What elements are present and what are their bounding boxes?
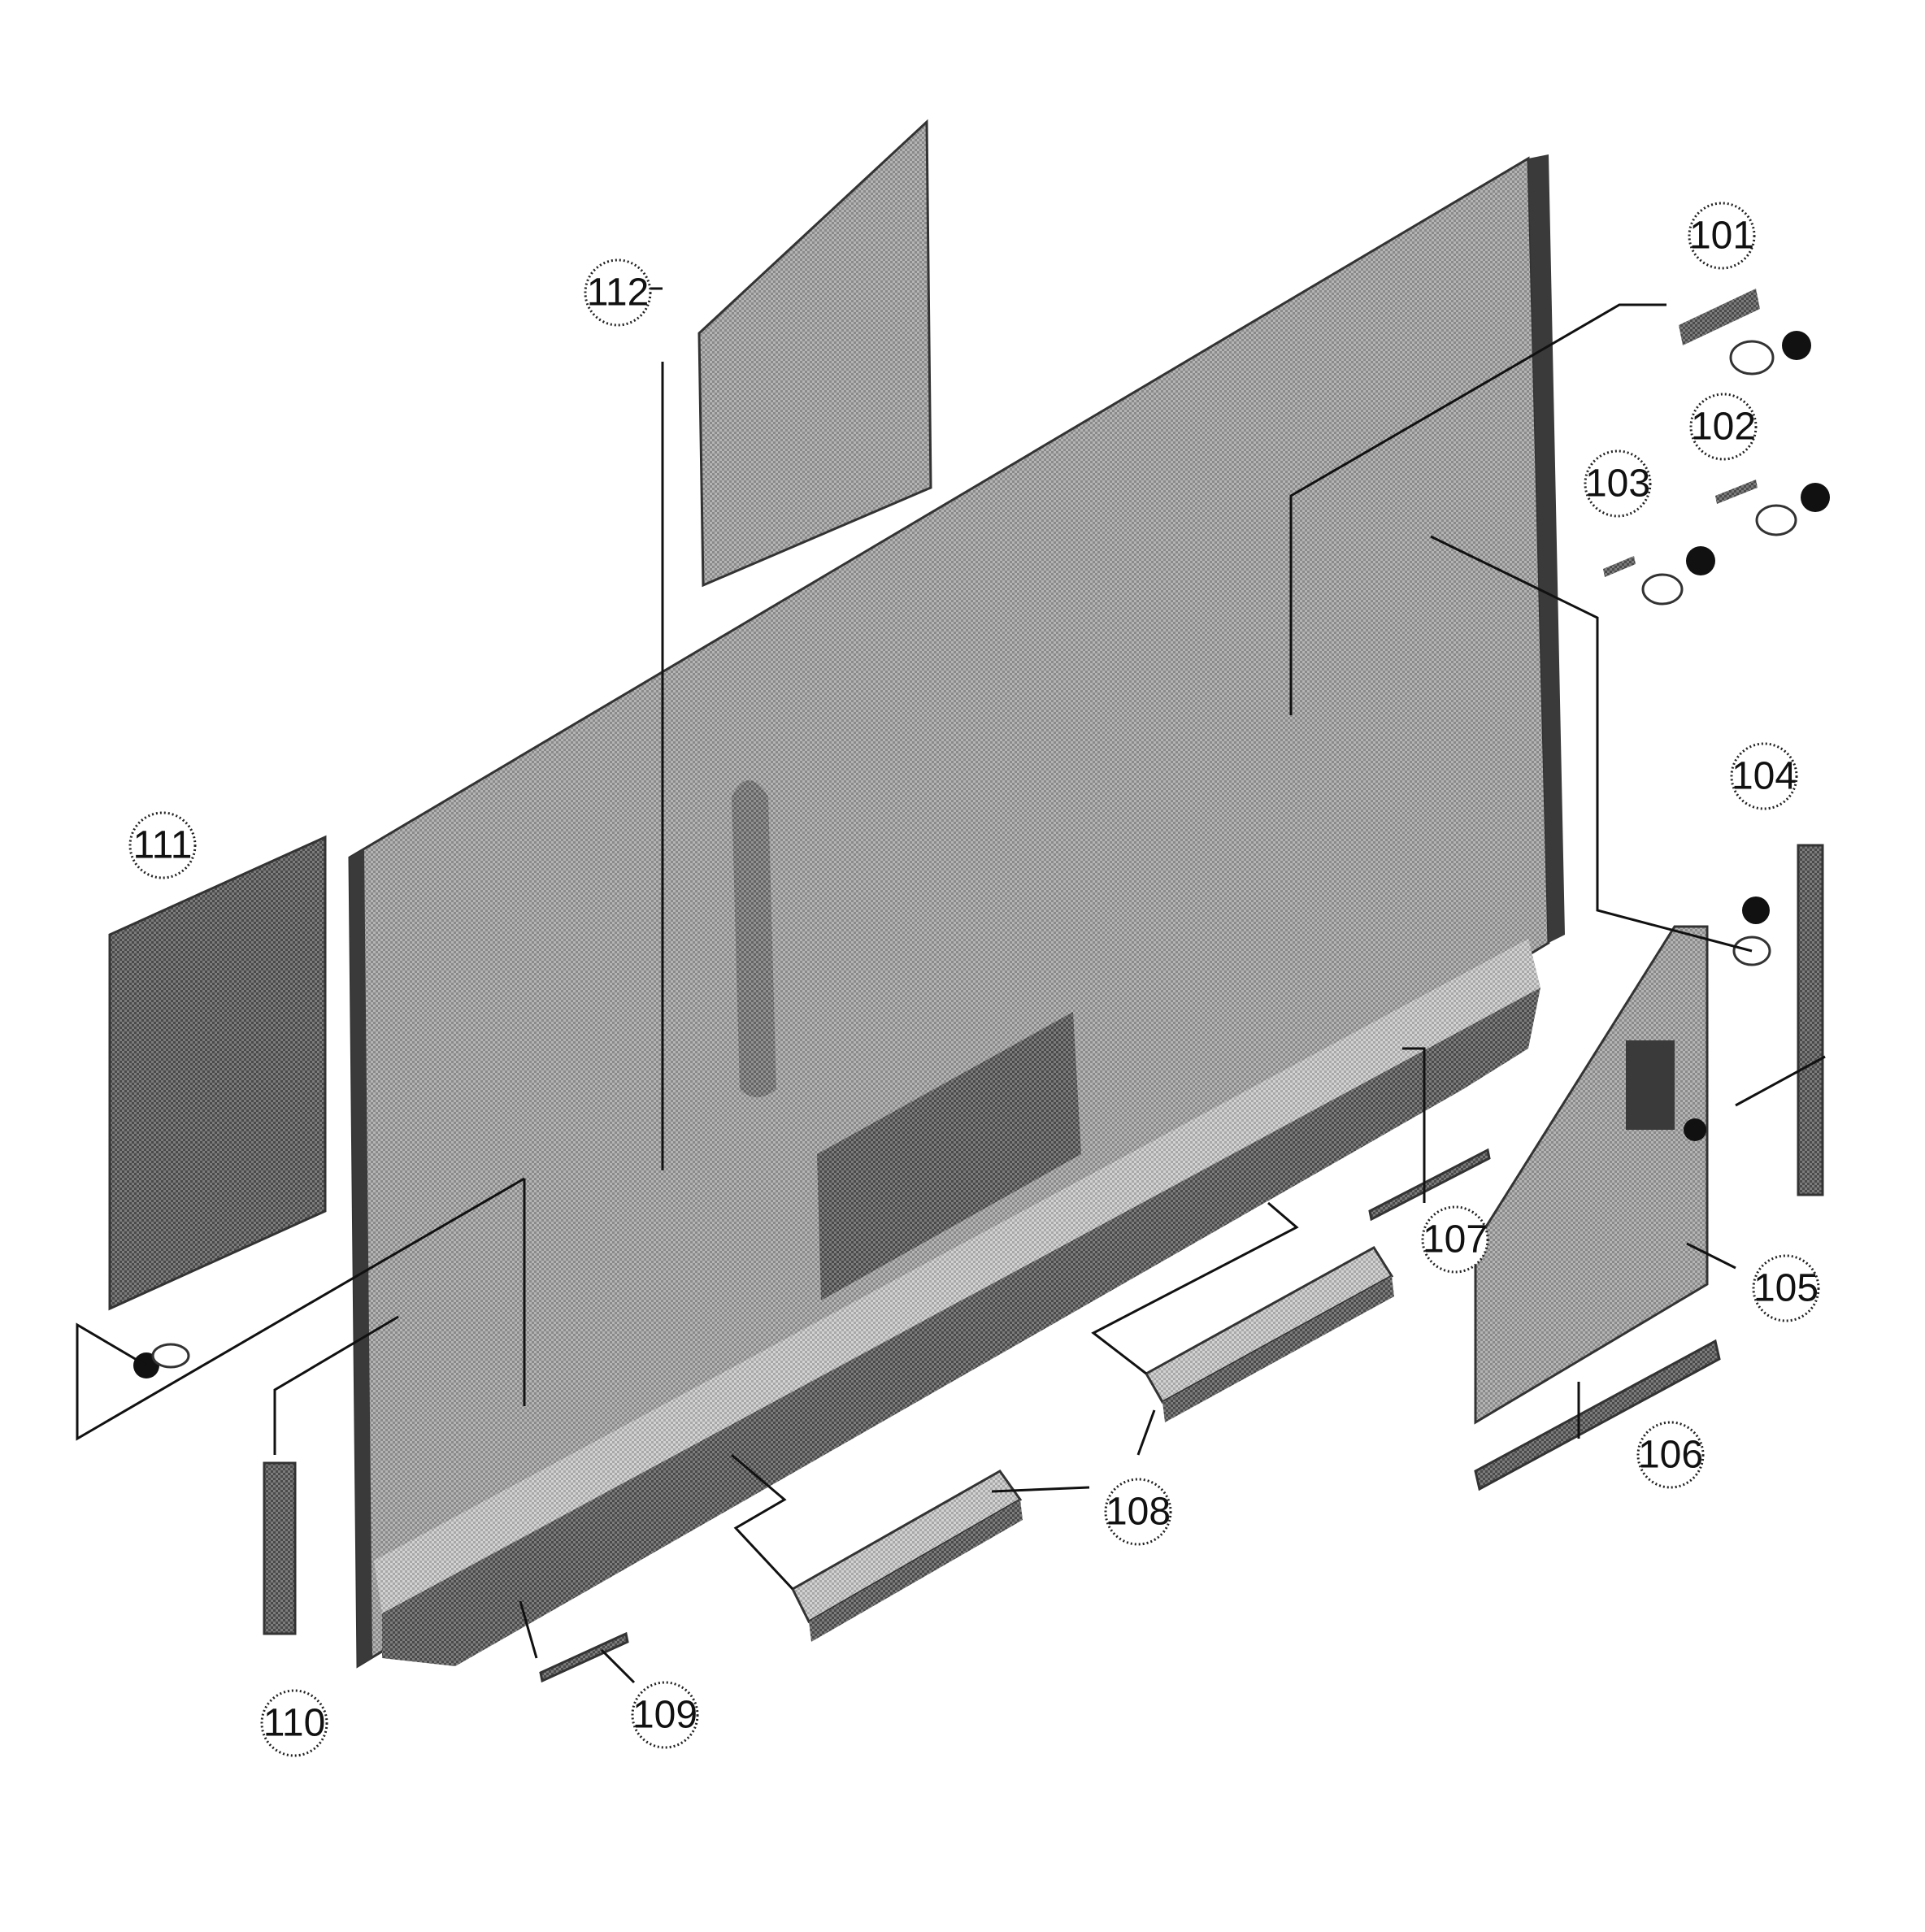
part-104-bar	[1797, 844, 1824, 1196]
part-108-speaker-lower	[791, 1470, 1023, 1642]
part-103-screw-set	[1603, 546, 1715, 606]
leader-lines	[76, 287, 1826, 1684]
callout-110: 110	[260, 1689, 328, 1757]
callout-105-label: 105	[1753, 1267, 1819, 1310]
callout-112: 112	[584, 258, 652, 327]
callout-101: 101	[1688, 202, 1756, 270]
callout-101-label: 101	[1689, 215, 1754, 258]
callout-111-label: 111	[133, 824, 193, 867]
callout-109-label: 109	[632, 1694, 697, 1737]
part-101-screw-set	[1679, 289, 1811, 376]
part-108-speaker-upper	[1144, 1246, 1394, 1422]
part-110-bracket	[263, 1461, 297, 1635]
callout-102-label: 102	[1691, 406, 1756, 449]
part-105-bracket	[1474, 925, 1709, 1425]
part-106-strip	[1474, 1339, 1721, 1491]
callout-107: 107	[1421, 1205, 1489, 1274]
callout-108-label: 108	[1106, 1491, 1171, 1534]
callout-110-label: 110	[263, 1702, 326, 1745]
callout-105: 105	[1752, 1254, 1820, 1322]
part-107-strip	[1368, 1148, 1491, 1222]
callout-108: 108	[1104, 1478, 1172, 1546]
part-111-board	[108, 835, 327, 1378]
callout-103-label: 103	[1585, 462, 1650, 506]
callout-102: 102	[1689, 393, 1758, 461]
callout-106-label: 106	[1638, 1434, 1703, 1477]
part-109-strip	[539, 1631, 629, 1683]
callout-107-label: 107	[1423, 1218, 1488, 1261]
callout-104-label: 104	[1732, 755, 1797, 798]
callout-111: 111	[128, 811, 197, 879]
callout-109: 109	[631, 1681, 699, 1749]
part-102-screw-set	[1715, 480, 1830, 536]
tv-rear-panel	[348, 154, 1565, 1669]
callout-103: 103	[1584, 449, 1652, 518]
part-screw-lower-right	[1732, 897, 1771, 966]
callout-104: 104	[1730, 742, 1798, 810]
callout-106: 106	[1636, 1421, 1705, 1489]
callout-112-label: 112	[587, 271, 650, 315]
part-112-board	[697, 119, 932, 588]
